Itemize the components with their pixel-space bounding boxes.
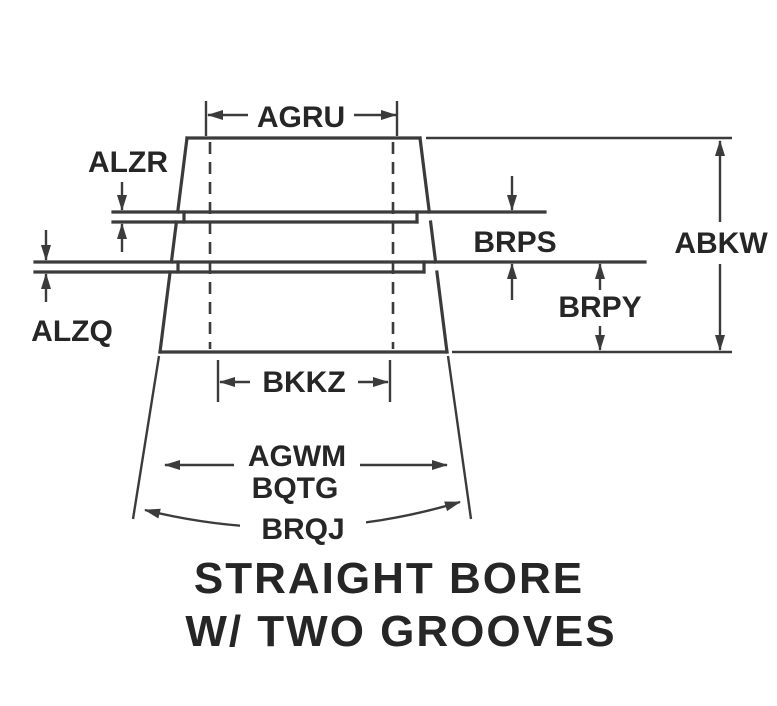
label-bottom-bore: BKKZ bbox=[262, 366, 345, 399]
label-mask bbox=[546, 290, 654, 326]
label-top-bore: AGRU bbox=[257, 101, 345, 134]
label-overall-height: ABKW bbox=[674, 227, 768, 260]
groove-1 bbox=[111, 210, 547, 224]
part-outline bbox=[158, 136, 449, 354]
bore-hidden-lines bbox=[208, 142, 395, 349]
dim-outer-diameter: AGWM BQTG bbox=[164, 440, 448, 505]
label-lower-height: BRPY bbox=[558, 291, 641, 324]
dim-lower-groove: ALZQ bbox=[31, 230, 113, 348]
extension-line-right-slant bbox=[446, 355, 473, 520]
label-mask bbox=[240, 510, 366, 546]
extension-line-left-slant bbox=[131, 355, 161, 520]
part-left-side-middle bbox=[169, 220, 179, 264]
dim-groove-spacing: BRPS bbox=[473, 176, 557, 300]
part-right-side-lower bbox=[435, 270, 449, 354]
part-right-side-middle bbox=[428, 220, 438, 264]
diagram-title: STRAIGHT BORE W/ TWO GROOVES bbox=[185, 554, 616, 656]
title-line-1: STRAIGHT BORE bbox=[194, 554, 584, 603]
part-left-side-lower bbox=[158, 270, 172, 354]
label-outer-diameter: AGWM bbox=[248, 440, 346, 473]
dim-bottom-bore: BKKZ bbox=[216, 360, 392, 402]
label-base-arc: BRQJ bbox=[261, 513, 344, 546]
slant-extension-lines bbox=[131, 355, 473, 520]
part-right-side-upper bbox=[418, 136, 432, 214]
groove-2 bbox=[33, 260, 647, 274]
dim-upper-groove: ALZR bbox=[88, 146, 168, 252]
part-left-side-upper bbox=[175, 136, 189, 214]
dim-lower-height: BRPY bbox=[546, 263, 654, 351]
dim-overall-height: ABKW bbox=[426, 136, 777, 354]
label-upper-groove: ALZR bbox=[88, 146, 168, 179]
label-groove-spacing: BRPS bbox=[473, 226, 556, 259]
dim-top-bore: AGRU bbox=[204, 101, 399, 136]
label-lower-groove: ALZQ bbox=[31, 315, 113, 348]
dim-base-arc: BRQJ bbox=[144, 500, 461, 546]
title-line-2: W/ TWO GROOVES bbox=[185, 607, 616, 656]
label-outer-diameter-2: BQTG bbox=[252, 472, 339, 505]
label-mask bbox=[660, 222, 777, 264]
